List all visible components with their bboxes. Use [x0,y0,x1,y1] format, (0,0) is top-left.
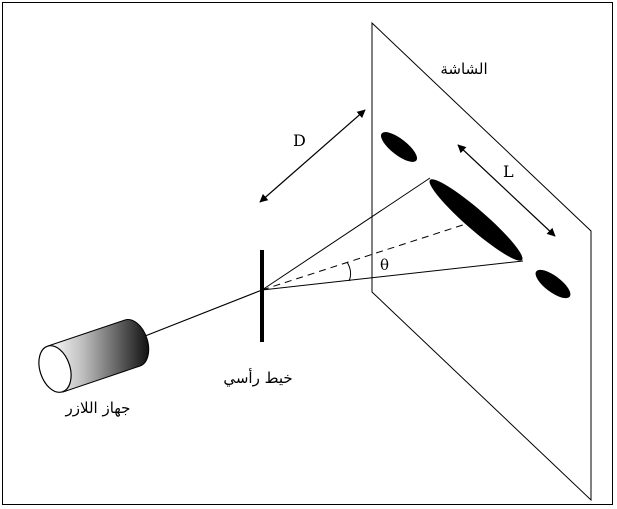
angle-arc [346,261,352,282]
ray-center-dashed [261,221,473,291]
length-arrow [457,144,556,237]
laser-label: جهاز اللازر [65,399,131,417]
angle-label: θ [380,256,389,274]
ray-lower [261,260,524,291]
figure-frame [2,2,613,505]
screen-label: الشاشة [440,60,487,78]
distance-arrow [259,109,366,203]
laser-beam [139,289,263,339]
lower-fringe [535,269,571,299]
distance-label: D [293,131,306,150]
screen-plane [371,21,592,502]
ray-upper [261,177,431,291]
upper-fringe [380,132,418,162]
laser-device [38,319,150,393]
spot-length-label: L [503,162,514,181]
thread-label: خيط رأسي [223,368,292,388]
